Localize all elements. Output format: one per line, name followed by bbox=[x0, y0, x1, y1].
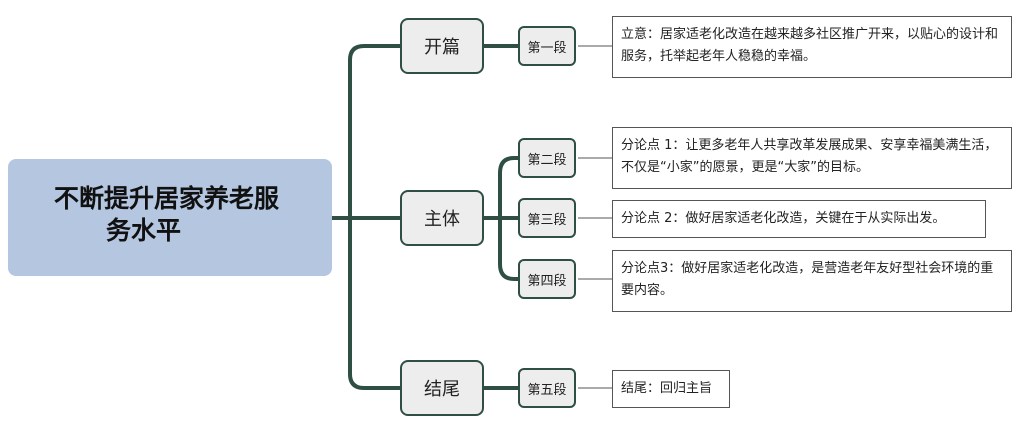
note-segment-1: 立意：居家适老化改造在越来越多社区推广开来，以贴心的设计和服务，托举起老年人稳稳… bbox=[612, 16, 1012, 78]
central-topic[interactable]: 不断提升居家养老服 务水平 bbox=[8, 159, 332, 276]
note-segment-5: 结尾：回归主旨 bbox=[612, 370, 730, 408]
central-topic-line-2: 务水平 bbox=[106, 216, 182, 245]
segment-2[interactable]: 第二段 bbox=[518, 138, 576, 178]
connector-zhuti-seg4 bbox=[498, 216, 520, 281]
branch-jiewei[interactable]: 结尾 bbox=[400, 360, 484, 416]
connector-to-kaipian bbox=[348, 44, 402, 220]
segment-1[interactable]: 第一段 bbox=[518, 26, 576, 66]
note-segment-2: 分论点 1：让更多老年人共享改革发展成果、安享幸福美满生活，不仅是“小家”的愿景… bbox=[612, 127, 1012, 189]
segment-4[interactable]: 第四段 bbox=[518, 259, 576, 299]
note-segment-4: 分论点3：做好居家适老化改造，是营造老年友好型社会环境的重要内容。 bbox=[612, 250, 1012, 312]
segment-5[interactable]: 第五段 bbox=[518, 368, 576, 408]
connector-zhuti-seg2 bbox=[498, 156, 520, 220]
connector-to-jiewei bbox=[348, 216, 402, 390]
branch-zhuti[interactable]: 主体 bbox=[400, 190, 484, 246]
note-segment-3: 分论点 2：做好居家适老化改造，关键在于从实际出发。 bbox=[612, 200, 986, 238]
branch-kaipian[interactable]: 开篇 bbox=[400, 18, 484, 74]
central-topic-line-1: 不断提升居家养老服 bbox=[54, 184, 280, 213]
segment-3[interactable]: 第三段 bbox=[518, 198, 576, 238]
